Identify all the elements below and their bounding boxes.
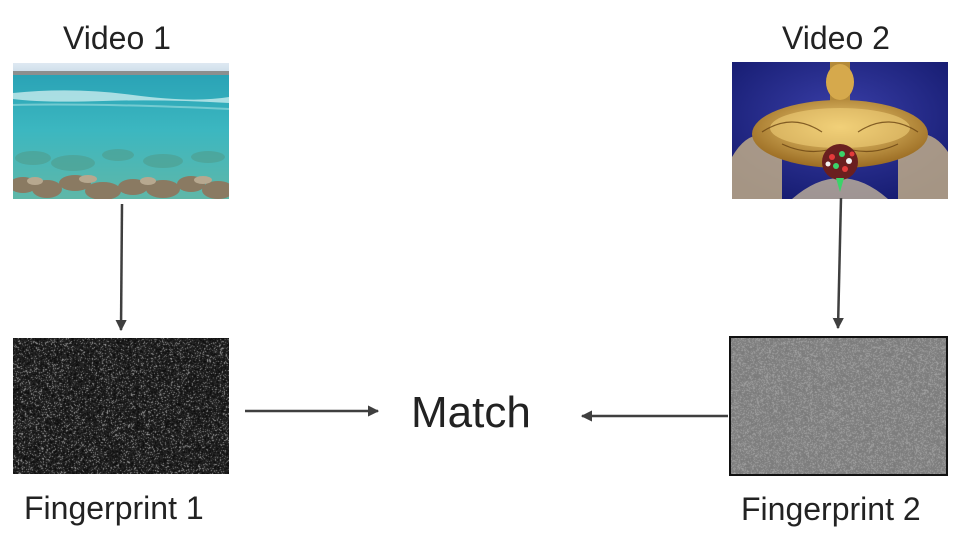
- match-label: Match: [411, 388, 531, 437]
- fingerprint-1-label: Fingerprint 1: [24, 490, 204, 526]
- arrow-video1-to-fingerprint1: [115, 203, 127, 332]
- arrow-video2-to-fingerprint2: [832, 197, 844, 330]
- video-1-label: Video 1: [63, 20, 171, 56]
- video-1-frame-image: [13, 63, 229, 199]
- fingerprint-2-image: [729, 336, 948, 476]
- fingerprint-2-label: Fingerprint 2: [741, 491, 921, 527]
- video-2-frame-image: [732, 62, 948, 199]
- video-2-label: Video 2: [782, 20, 890, 56]
- fingerprint-1-image: [13, 338, 229, 474]
